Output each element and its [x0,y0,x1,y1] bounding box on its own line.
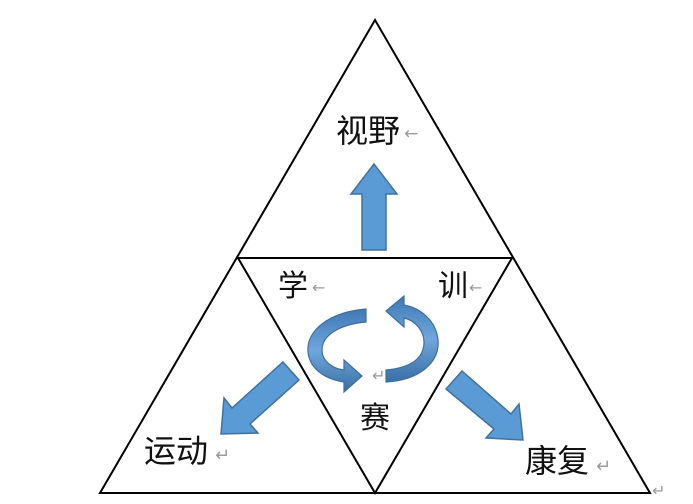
return-mark: ↵ [596,456,611,477]
label-center-left: 学 [278,269,308,304]
cycle-arrow-left [307,308,367,394]
down-left-arrow [220,360,301,435]
cycle-arrows [307,294,439,394]
down-right-arrow [444,369,524,441]
label-bottom-left: 运动 [144,432,208,470]
label-center-right: 训 [438,269,468,304]
inner-triangle [236,257,514,495]
up-arrow [349,162,399,251]
cycle-arrow-right [385,294,439,383]
arrow-mark: ← [404,124,418,144]
label-center-bottom: 赛 [360,401,390,436]
label-top: 视野 [336,112,400,150]
arrow-mark: ← [469,278,482,297]
arrow-mark: ← [312,278,325,297]
return-mark: ↵ [652,481,665,500]
return-mark: ↵ [215,445,230,466]
label-bottom-right: 康复 [525,442,589,480]
return-mark: ↵ [372,366,385,385]
